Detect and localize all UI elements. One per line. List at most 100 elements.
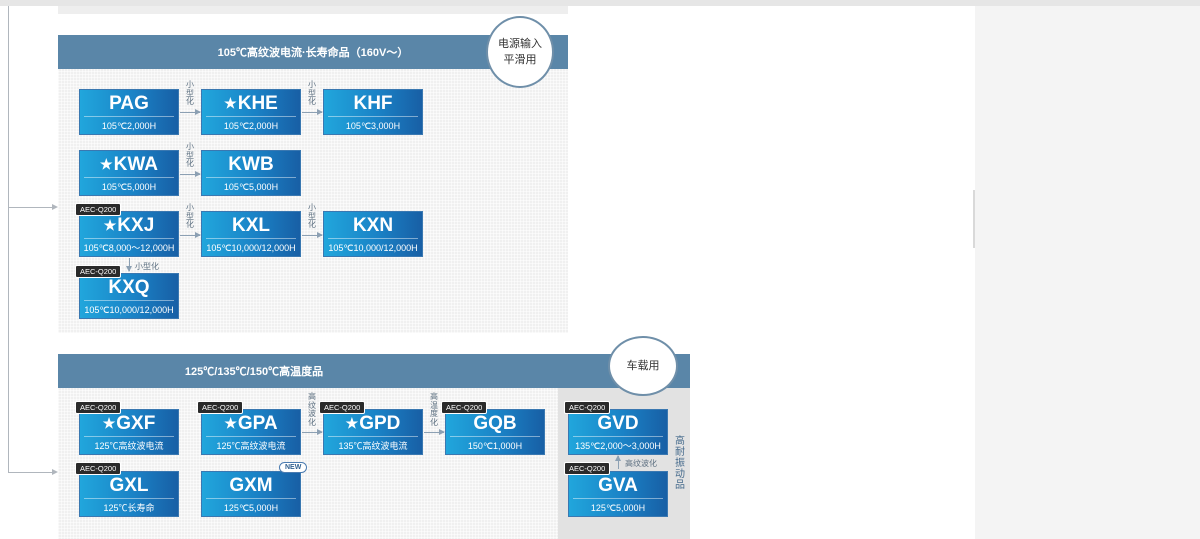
series-name: KXN bbox=[352, 215, 394, 236]
section-header-text: 125℃/135℃/150℃高温度品 bbox=[184, 366, 324, 378]
series-pag[interactable]: PAG 105℃2,000H bbox=[79, 89, 179, 135]
scrollbar-thumb[interactable] bbox=[973, 190, 975, 248]
miniaturize-label: 小型化 bbox=[135, 262, 159, 271]
high-ripple-label: 高纹波化 bbox=[625, 459, 657, 468]
series-gxm[interactable]: GXM 125℃5,000H bbox=[201, 471, 301, 517]
aec-q200-badge: AEC-Q200 bbox=[319, 401, 366, 414]
section-header: 125℃/135℃/150℃高温度品 bbox=[58, 354, 690, 388]
divider bbox=[450, 436, 540, 437]
series-spec: 125℃5,000H bbox=[590, 503, 646, 513]
series-spec: 105℃10,000/12,000H bbox=[328, 243, 418, 253]
series-title: ★KXJ bbox=[80, 214, 178, 238]
series-gxf[interactable]: ★GXF 125℃高纹波电流 bbox=[79, 409, 179, 455]
aec-q200-badge: AEC-Q200 bbox=[564, 401, 611, 414]
divider bbox=[206, 436, 296, 437]
divider bbox=[84, 436, 174, 437]
series-khf[interactable]: KHF 105℃3,000H bbox=[323, 89, 423, 135]
arrow-down-icon bbox=[126, 258, 132, 272]
series-spec: 105℃10,000/12,000H bbox=[84, 305, 174, 315]
series-spec: 105℃5,000H bbox=[223, 182, 279, 192]
series-name: PAG bbox=[109, 93, 149, 114]
miniaturize-label: 小型化 bbox=[308, 203, 316, 229]
series-spec: 105℃10,000/12,000H bbox=[206, 243, 296, 253]
series-gva[interactable]: GVA 125℃5,000H bbox=[568, 471, 668, 517]
vibration-resistant-label: 高耐振动品 bbox=[675, 436, 685, 491]
arrow-right-icon bbox=[180, 232, 201, 238]
series-name: KHE bbox=[237, 93, 278, 114]
series-kxl[interactable]: KXL 105℃10,000/12,000H bbox=[201, 211, 301, 257]
series-spec: 135℃高纹波电流 bbox=[338, 441, 408, 451]
series-kwb[interactable]: KWB 105℃5,000H bbox=[201, 150, 301, 196]
series-name: GVD bbox=[597, 413, 639, 434]
series-name: KWB bbox=[228, 154, 274, 175]
section-header: 105℃高纹波电流·长寿命品（160V～） bbox=[58, 35, 568, 69]
tree-branch bbox=[8, 207, 52, 208]
series-title: ★GXF bbox=[80, 412, 178, 436]
series-name: KXL bbox=[232, 215, 270, 236]
divider bbox=[84, 116, 174, 117]
star-icon: ★ bbox=[103, 217, 117, 233]
series-spec: 105℃5,000H bbox=[101, 182, 157, 192]
divider bbox=[328, 116, 418, 117]
series-kxq[interactable]: KXQ 105℃10,000/12,000H bbox=[79, 273, 179, 319]
series-kwa[interactable]: ★KWA 105℃5,000H bbox=[79, 150, 179, 196]
miniaturize-label: 小型化 bbox=[186, 203, 194, 229]
series-title: ★KWA bbox=[80, 153, 178, 177]
miniaturize-label: 小型化 bbox=[186, 80, 194, 106]
application-circle: 车载用 bbox=[608, 336, 678, 396]
series-name: KWA bbox=[113, 154, 158, 175]
series-name: GVA bbox=[598, 475, 638, 496]
divider bbox=[573, 436, 663, 437]
series-spec: 150℃1,000H bbox=[467, 441, 523, 451]
series-gxl[interactable]: GXL 125℃长寿命 bbox=[79, 471, 179, 517]
tree-arrow bbox=[52, 469, 58, 475]
application-circle: 电源输入 平滑用 bbox=[486, 16, 554, 88]
tree-branch bbox=[8, 472, 52, 473]
star-icon: ★ bbox=[345, 415, 359, 431]
divider bbox=[84, 177, 174, 178]
series-name: KXQ bbox=[108, 277, 150, 298]
series-kxj[interactable]: ★KXJ 105℃8,000～12,000H bbox=[79, 211, 179, 257]
divider bbox=[206, 498, 296, 499]
series-khe[interactable]: ★KHE 105℃2,000H bbox=[201, 89, 301, 135]
arrow-right-icon bbox=[302, 232, 323, 238]
top-bar bbox=[0, 0, 1200, 6]
new-badge: NEW bbox=[279, 462, 308, 473]
series-spec: 125℃5,000H bbox=[223, 503, 279, 513]
series-name: KHF bbox=[353, 93, 393, 114]
series-gqb[interactable]: GQB 150℃1,000H bbox=[445, 409, 545, 455]
series-spec: 105℃8,000～12,000H bbox=[83, 243, 175, 253]
series-spec: 105℃3,000H bbox=[345, 121, 401, 131]
series-kxn[interactable]: KXN 105℃10,000/12,000H bbox=[323, 211, 423, 257]
divider bbox=[84, 238, 174, 239]
arrow-right-icon bbox=[424, 429, 445, 435]
series-spec: 105℃2,000H bbox=[101, 121, 157, 131]
arrow-right-icon bbox=[302, 109, 323, 115]
series-spec: 125℃长寿命 bbox=[103, 503, 155, 513]
arrow-up-icon bbox=[615, 455, 621, 469]
star-icon: ★ bbox=[224, 95, 237, 111]
series-spec: 105℃2,000H bbox=[223, 121, 279, 131]
aec-q200-badge: AEC-Q200 bbox=[75, 203, 122, 216]
divider bbox=[206, 177, 296, 178]
star-icon: ★ bbox=[100, 156, 113, 172]
series-title: ★GPD bbox=[324, 412, 422, 436]
series-gpa[interactable]: ★GPA 125℃高纹波电流 bbox=[201, 409, 301, 455]
star-icon: ★ bbox=[102, 415, 116, 431]
series-gvd[interactable]: GVD 135℃2,000～3,000H bbox=[568, 409, 668, 455]
arrow-right-icon bbox=[180, 171, 201, 177]
series-title: ★KHE bbox=[202, 92, 300, 116]
divider bbox=[573, 498, 663, 499]
series-gpd[interactable]: ★GPD 135℃高纹波电流 bbox=[323, 409, 423, 455]
right-pane bbox=[975, 6, 1200, 539]
series-name: GQB bbox=[473, 413, 517, 434]
previous-panel-bottom bbox=[58, 6, 568, 14]
series-name: GPA bbox=[237, 413, 278, 434]
star-icon: ★ bbox=[224, 415, 237, 431]
aec-q200-badge: AEC-Q200 bbox=[75, 401, 122, 414]
aec-q200-badge: AEC-Q200 bbox=[75, 462, 122, 475]
divider bbox=[84, 300, 174, 301]
arrow-right-icon bbox=[302, 429, 323, 435]
series-title: ★GPA bbox=[202, 412, 300, 436]
divider bbox=[206, 238, 296, 239]
